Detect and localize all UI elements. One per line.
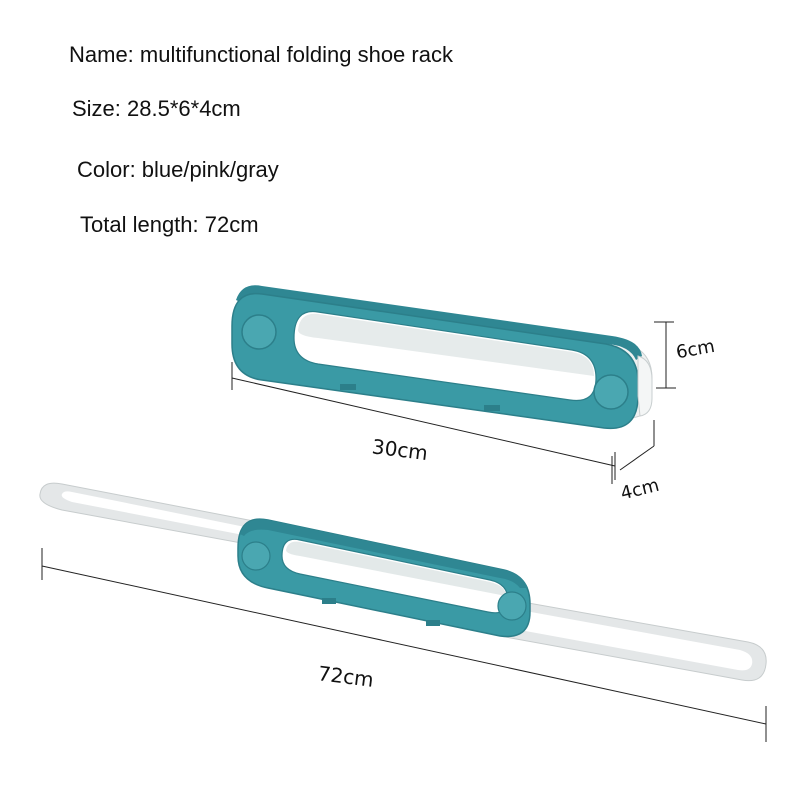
- extended-length-label: 72cm: [317, 661, 375, 692]
- extended-rack-center-rim: [240, 519, 528, 588]
- extended-rack-right-hinge: [497, 591, 527, 621]
- extended-rack-bottom-tab-right: [426, 620, 440, 626]
- folded-rack-slot-inner: [298, 313, 594, 376]
- spec-total-length: Total length: 72cm: [80, 212, 259, 237]
- depth-label: 4cm: [619, 475, 662, 505]
- depth-dimension: 4cm: [611, 420, 662, 505]
- folded-rack-right-hinge: [593, 374, 629, 410]
- folded-rack-bottom-tab-left: [340, 384, 356, 390]
- spec-size: Size: 28.5*6*4cm: [72, 96, 241, 121]
- extended-rack-left-hinge: [241, 541, 271, 571]
- folded-rack-left-hinge: [241, 314, 277, 350]
- extended-rack: [39, 482, 767, 682]
- extended-rack-bottom-tab-left: [322, 598, 336, 604]
- spec-name: Name: multifunctional folding shoe rack: [69, 42, 453, 67]
- extended-rack-right-arm-slot: [520, 610, 753, 671]
- folded-length-dimension: 30cm: [231, 362, 616, 480]
- folded-rack-side-layer: [637, 355, 653, 417]
- folded-rack-bottom-tab-right: [484, 405, 500, 411]
- height-label: 6cm: [674, 336, 716, 363]
- height-dimension: 6cm: [654, 321, 716, 389]
- folded-rack-top-rim: [236, 285, 642, 360]
- extended-rack-center-slot-inner: [286, 541, 506, 596]
- folded-rack: [231, 285, 653, 430]
- extended-rack-left-arm-slot: [61, 491, 280, 542]
- spec-color: Color: blue/pink/gray: [77, 157, 279, 182]
- extended-length-dimension: 72cm: [41, 548, 767, 742]
- folded-length-label: 30cm: [371, 434, 429, 465]
